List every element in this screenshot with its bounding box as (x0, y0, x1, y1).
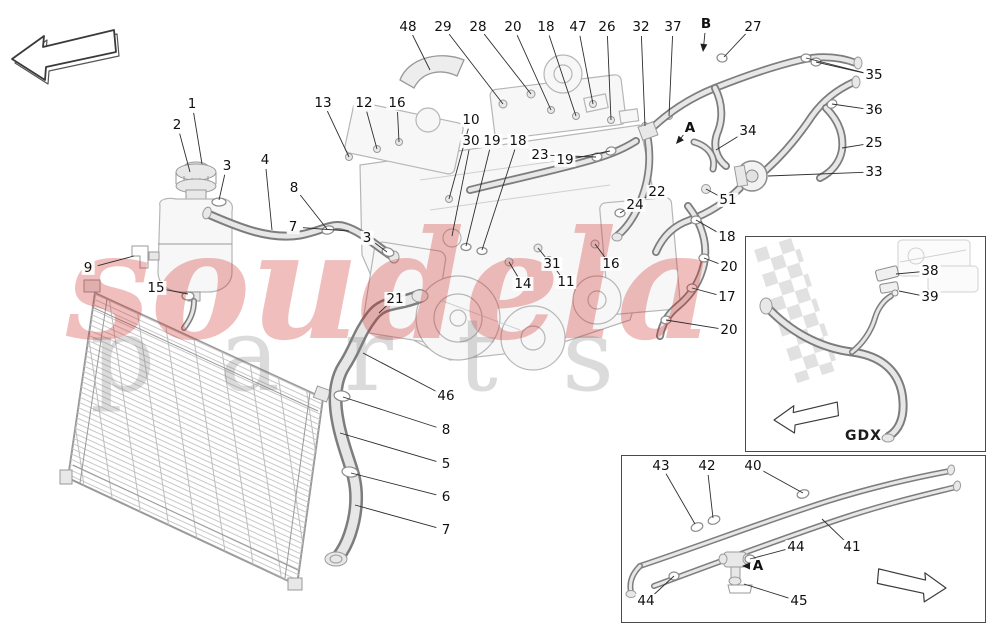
callout-10[interactable]: 10 (460, 111, 482, 128)
callout-17[interactable]: 17 (716, 288, 738, 305)
callout-8[interactable]: 8 (439, 421, 453, 438)
callout-20[interactable]: 20 (718, 258, 740, 275)
callout-44[interactable]: 44 (785, 538, 807, 555)
callout-18[interactable]: 18 (716, 228, 738, 245)
callout-2[interactable]: 2 (170, 116, 184, 133)
callout-47[interactable]: 47 (567, 18, 589, 35)
callout-a: A (682, 119, 698, 136)
callout-14[interactable]: 14 (512, 275, 534, 292)
callout-31[interactable]: 31 (541, 255, 563, 272)
callout-6[interactable]: 6 (439, 488, 453, 505)
callout-48[interactable]: 48 (397, 18, 419, 35)
callout-21[interactable]: 21 (384, 290, 406, 307)
callout-30[interactable]: 30 (460, 132, 482, 149)
inset-gdx-box (745, 236, 986, 452)
callout-16[interactable]: 16 (386, 94, 408, 111)
callout-29[interactable]: 29 (432, 18, 454, 35)
callout-32[interactable]: 32 (630, 18, 652, 35)
callout-44[interactable]: 44 (635, 592, 657, 609)
callout-19[interactable]: 19 (554, 151, 576, 168)
callout-16[interactable]: 16 (600, 255, 622, 272)
callout-33[interactable]: 33 (863, 163, 885, 180)
callout-46[interactable]: 46 (435, 387, 457, 404)
callout-7[interactable]: 7 (439, 521, 453, 538)
callout-9[interactable]: 9 (81, 259, 95, 276)
callout-23[interactable]: 23 (529, 146, 551, 163)
callout-11[interactable]: 11 (555, 273, 577, 290)
callout-27[interactable]: 27 (742, 18, 764, 35)
callout-12[interactable]: 12 (353, 94, 375, 111)
callout-51[interactable]: 51 (717, 191, 739, 208)
callout-13[interactable]: 13 (312, 94, 334, 111)
callout-42[interactable]: 42 (696, 457, 718, 474)
callout-25[interactable]: 25 (863, 134, 885, 151)
callout-35[interactable]: 35 (863, 66, 885, 83)
callout-8[interactable]: 8 (287, 179, 301, 196)
callout-37[interactable]: 37 (662, 18, 684, 35)
callout-34[interactable]: 34 (737, 122, 759, 139)
callout-1[interactable]: 1 (185, 95, 199, 112)
callout-b: B (698, 15, 714, 32)
callout-39[interactable]: 39 (919, 288, 941, 305)
callout-38[interactable]: 38 (919, 262, 941, 279)
callout-45[interactable]: 45 (788, 592, 810, 609)
callout-7[interactable]: 7 (286, 218, 300, 235)
callout-4[interactable]: 4 (258, 151, 272, 168)
callout-41[interactable]: 41 (841, 538, 863, 555)
callout-43[interactable]: 43 (650, 457, 672, 474)
callout-40[interactable]: 40 (742, 457, 764, 474)
callout-20[interactable]: 20 (502, 18, 524, 35)
callout-28[interactable]: 28 (467, 18, 489, 35)
callout-19[interactable]: 19 (481, 132, 503, 149)
callout-20[interactable]: 20 (718, 321, 740, 338)
callout-15[interactable]: 15 (145, 279, 167, 296)
callout-5[interactable]: 5 (439, 455, 453, 472)
callout-22[interactable]: 22 (646, 183, 668, 200)
callout-3[interactable]: 3 (220, 157, 234, 174)
callout-a: A (750, 557, 766, 574)
callout-18[interactable]: 18 (507, 132, 529, 149)
callout-18[interactable]: 18 (535, 18, 557, 35)
callout-24[interactable]: 24 (624, 196, 646, 213)
inset-detail-box (621, 455, 986, 623)
callout-26[interactable]: 26 (596, 18, 618, 35)
callout-36[interactable]: 36 (863, 101, 885, 118)
callout-3[interactable]: 3 (360, 229, 374, 246)
